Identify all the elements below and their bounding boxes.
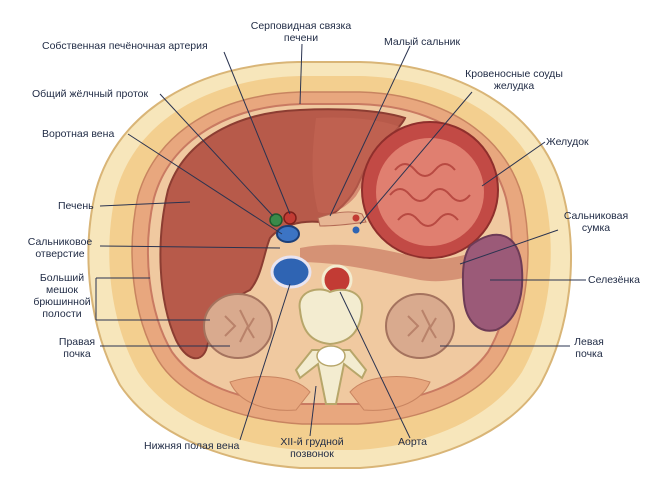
leader-ivc bbox=[239, 283, 291, 441]
label-epiploic-foramen: Сальниковое отверстие bbox=[27, 236, 93, 260]
label-stomach: Желудок bbox=[546, 136, 589, 148]
label-lesser-omentum: Малый сальник bbox=[384, 36, 461, 48]
label-left-kidney: Левая почка bbox=[574, 336, 604, 360]
label-right-kidney: Правая почка bbox=[58, 336, 96, 360]
label-vertebra: XII-й грудной позвонок bbox=[280, 436, 344, 460]
leader-epiploic-foramen bbox=[99, 245, 281, 249]
vertebra bbox=[294, 288, 368, 405]
label-omental-bursa: Сальниковая сумка bbox=[563, 210, 629, 234]
label-aorta: Аорта bbox=[398, 436, 427, 448]
paraspinal-muscle-right bbox=[349, 376, 431, 411]
label-bile-duct: Общий жёлчный проток bbox=[32, 88, 149, 100]
label-greater-sac: Больший мешок брюшинной полости bbox=[33, 272, 91, 320]
leader-omental-bursa bbox=[459, 229, 559, 265]
spinal-canal bbox=[316, 345, 346, 367]
leader-gastric-vessels bbox=[359, 91, 473, 225]
liver-lobe-left bbox=[312, 117, 402, 214]
leader-liver bbox=[99, 201, 191, 207]
label-falciform-ligament: Серповидная связка печени bbox=[250, 20, 352, 44]
leader-lesser-omentum bbox=[329, 45, 411, 217]
label-spleen: Селезёнка bbox=[588, 274, 640, 286]
right-kidney bbox=[203, 293, 273, 359]
omental-bursa bbox=[300, 240, 505, 282]
hepatic-artery bbox=[283, 211, 297, 225]
inferior-vena-cava bbox=[270, 255, 312, 289]
left-kidney-medulla bbox=[407, 309, 437, 343]
label-portal-vein: Воротная вена bbox=[42, 128, 115, 140]
gastric-vessel-blue bbox=[352, 226, 360, 234]
label-liver: Печень bbox=[58, 200, 94, 212]
portal-vein bbox=[276, 225, 300, 243]
leader-hepatic-artery bbox=[223, 51, 291, 215]
leader-portal-vein bbox=[127, 133, 283, 235]
spleen bbox=[461, 233, 524, 332]
right-kidney-medulla bbox=[224, 309, 255, 343]
stomach-folds bbox=[389, 163, 471, 227]
leader-aorta bbox=[339, 291, 411, 439]
left-kidney bbox=[385, 293, 455, 359]
bile-duct bbox=[269, 213, 283, 227]
paraspinal-muscle-left bbox=[229, 376, 311, 411]
gastric-vessel-red bbox=[352, 214, 360, 222]
label-hepatic-artery: Собственная печёночная артерия bbox=[42, 40, 208, 52]
leader-stomach bbox=[481, 141, 546, 187]
leader-bile-duct bbox=[159, 93, 274, 217]
label-inferior-vena-cava: Нижняя полая вена bbox=[144, 440, 240, 452]
leader-vertebra bbox=[309, 385, 317, 437]
leader-falciform bbox=[299, 43, 303, 105]
label-gastric-vessels: Кровеносные соуды желудка bbox=[465, 68, 563, 92]
